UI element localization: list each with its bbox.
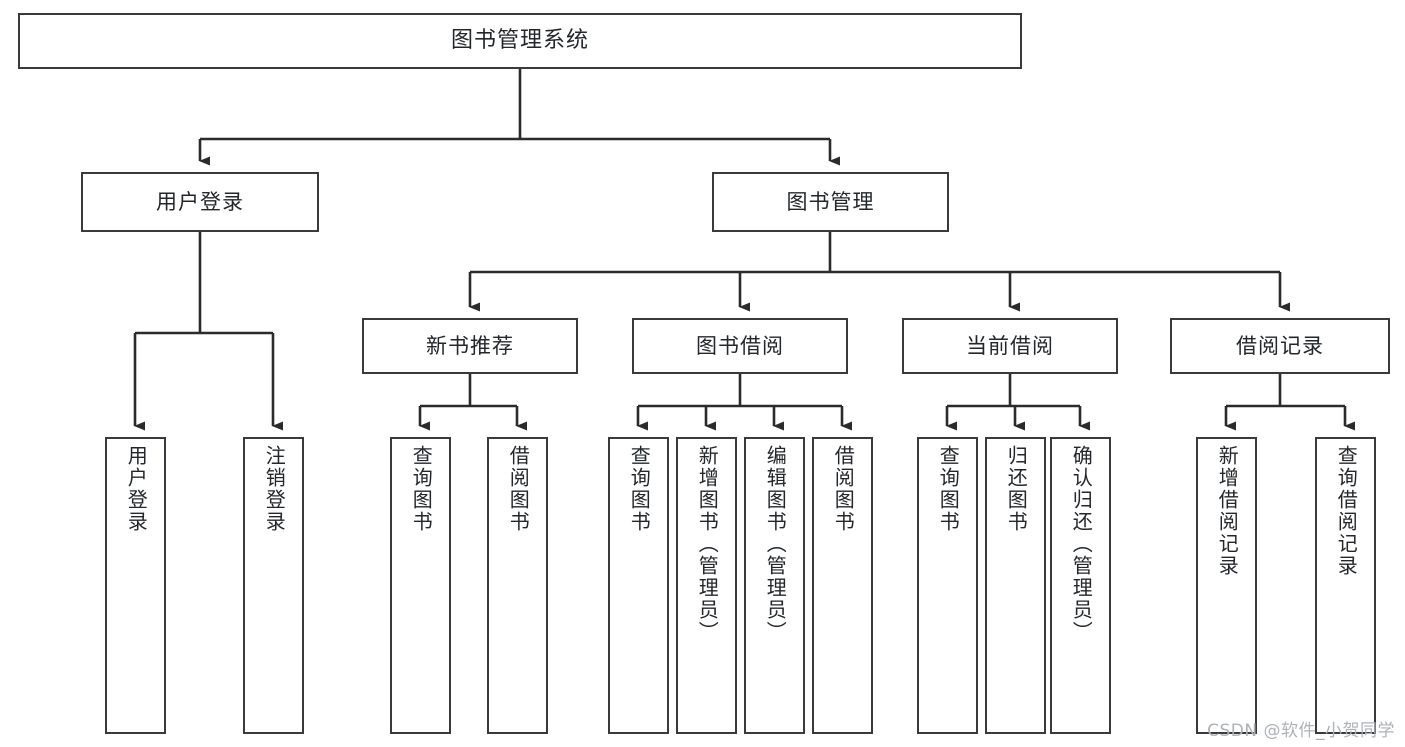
node-current-borrow[interactable]: 当前借阅 [902,318,1118,374]
node-label: 编辑图书（管理员） [763,445,788,643]
node-label: 查询借阅记录 [1334,445,1359,577]
node-label: 查询图书 [936,445,961,533]
node-leaf-logout[interactable]: 注销登录 [243,437,304,734]
node-leaf-edit-book[interactable]: 编辑图书（管理员） [744,437,805,734]
node-book-manage[interactable]: 图书管理 [712,172,949,232]
node-borrow-record[interactable]: 借阅记录 [1170,318,1390,374]
node-label: 用户登录 [124,445,149,533]
node-leaf-add-record[interactable]: 新增借阅记录 [1196,437,1257,734]
node-leaf-user-login[interactable]: 用户登录 [105,437,166,734]
node-new-book-rec[interactable]: 新书推荐 [362,318,578,374]
node-label: 借阅记录 [1236,333,1324,358]
node-label: 当前借阅 [966,333,1054,358]
node-label: 用户登录 [156,189,244,214]
node-user-login[interactable]: 用户登录 [81,172,319,232]
watermark-text: CSDN @软件_小贺同学 [1207,721,1395,741]
node-label: 注销登录 [262,445,287,533]
node-leaf-query-book-3[interactable]: 查询图书 [917,437,978,734]
node-leaf-return-book[interactable]: 归还图书 [985,437,1046,734]
node-leaf-query-book-2[interactable]: 查询图书 [608,437,669,734]
node-leaf-borrow-book-2[interactable]: 借阅图书 [812,437,873,734]
node-leaf-query-record[interactable]: 查询借阅记录 [1315,437,1376,734]
node-root[interactable]: 图书管理系统 [18,13,1022,69]
node-label: 图书管理 [786,189,875,214]
node-label: 查询图书 [627,445,652,533]
node-label: 新书推荐 [426,333,514,358]
node-label: 查询图书 [409,445,434,533]
node-leaf-add-book[interactable]: 新增图书（管理员） [676,437,737,734]
node-book-borrow[interactable]: 图书借阅 [632,318,848,374]
node-label: 新增图书（管理员） [695,445,720,643]
node-leaf-query-book-1[interactable]: 查询图书 [390,437,451,734]
node-leaf-borrow-book-1[interactable]: 借阅图书 [487,437,548,734]
node-label: 图书管理系统 [450,28,589,54]
node-label: 借阅图书 [831,445,856,533]
node-label: 新增借阅记录 [1215,445,1240,577]
node-leaf-confirm-return[interactable]: 确认归还（管理员） [1050,437,1111,734]
node-label: 确认归还（管理员） [1069,445,1094,643]
node-label: 归还图书 [1004,445,1029,533]
node-label: 借阅图书 [506,445,531,533]
node-label: 图书借阅 [696,333,784,358]
